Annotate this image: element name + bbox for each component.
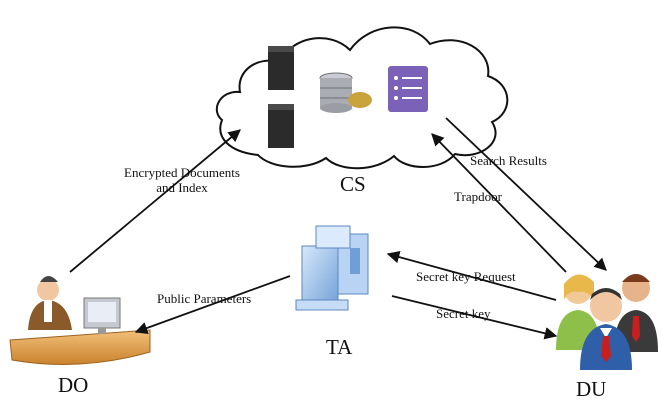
node-label-cs: CS: [340, 172, 366, 196]
node-label-du: DU: [576, 377, 607, 401]
user-group-icon: [556, 274, 658, 370]
edge-du-to-ta: [386, 250, 557, 301]
edge-label-trapdoor: Trapdoor: [454, 189, 502, 204]
edge-label-secret-key-request: Secret key Request: [416, 269, 516, 284]
edge-label-public-parameters: Public Parameters: [157, 291, 252, 306]
edge-label-encrypted-documents-line2: and Index: [156, 180, 208, 195]
desk-user-icon: [9, 276, 151, 365]
edge-label-search-results: Search Results: [470, 153, 547, 168]
edge-label-encrypted-documents-line1: Encrypted Documents: [124, 165, 240, 180]
building-icon: [295, 225, 369, 311]
edge-label-encrypted-documents: Encrypted Documents and Index: [102, 165, 262, 195]
node-label-ta: TA: [326, 335, 353, 359]
edge-ta-to-du: [391, 295, 558, 340]
document-icon: [388, 66, 428, 112]
edge-label-secret-key: Secret key: [436, 306, 491, 321]
server-icon: [268, 46, 294, 148]
edge-do-to-cs: [69, 129, 241, 273]
edge-du-to-cs: [431, 133, 567, 273]
edge-cs-to-du: [445, 117, 607, 271]
database-icon: [319, 72, 372, 113]
edge-ta-to-do: [134, 275, 291, 335]
node-label-do: DO: [58, 373, 89, 397]
